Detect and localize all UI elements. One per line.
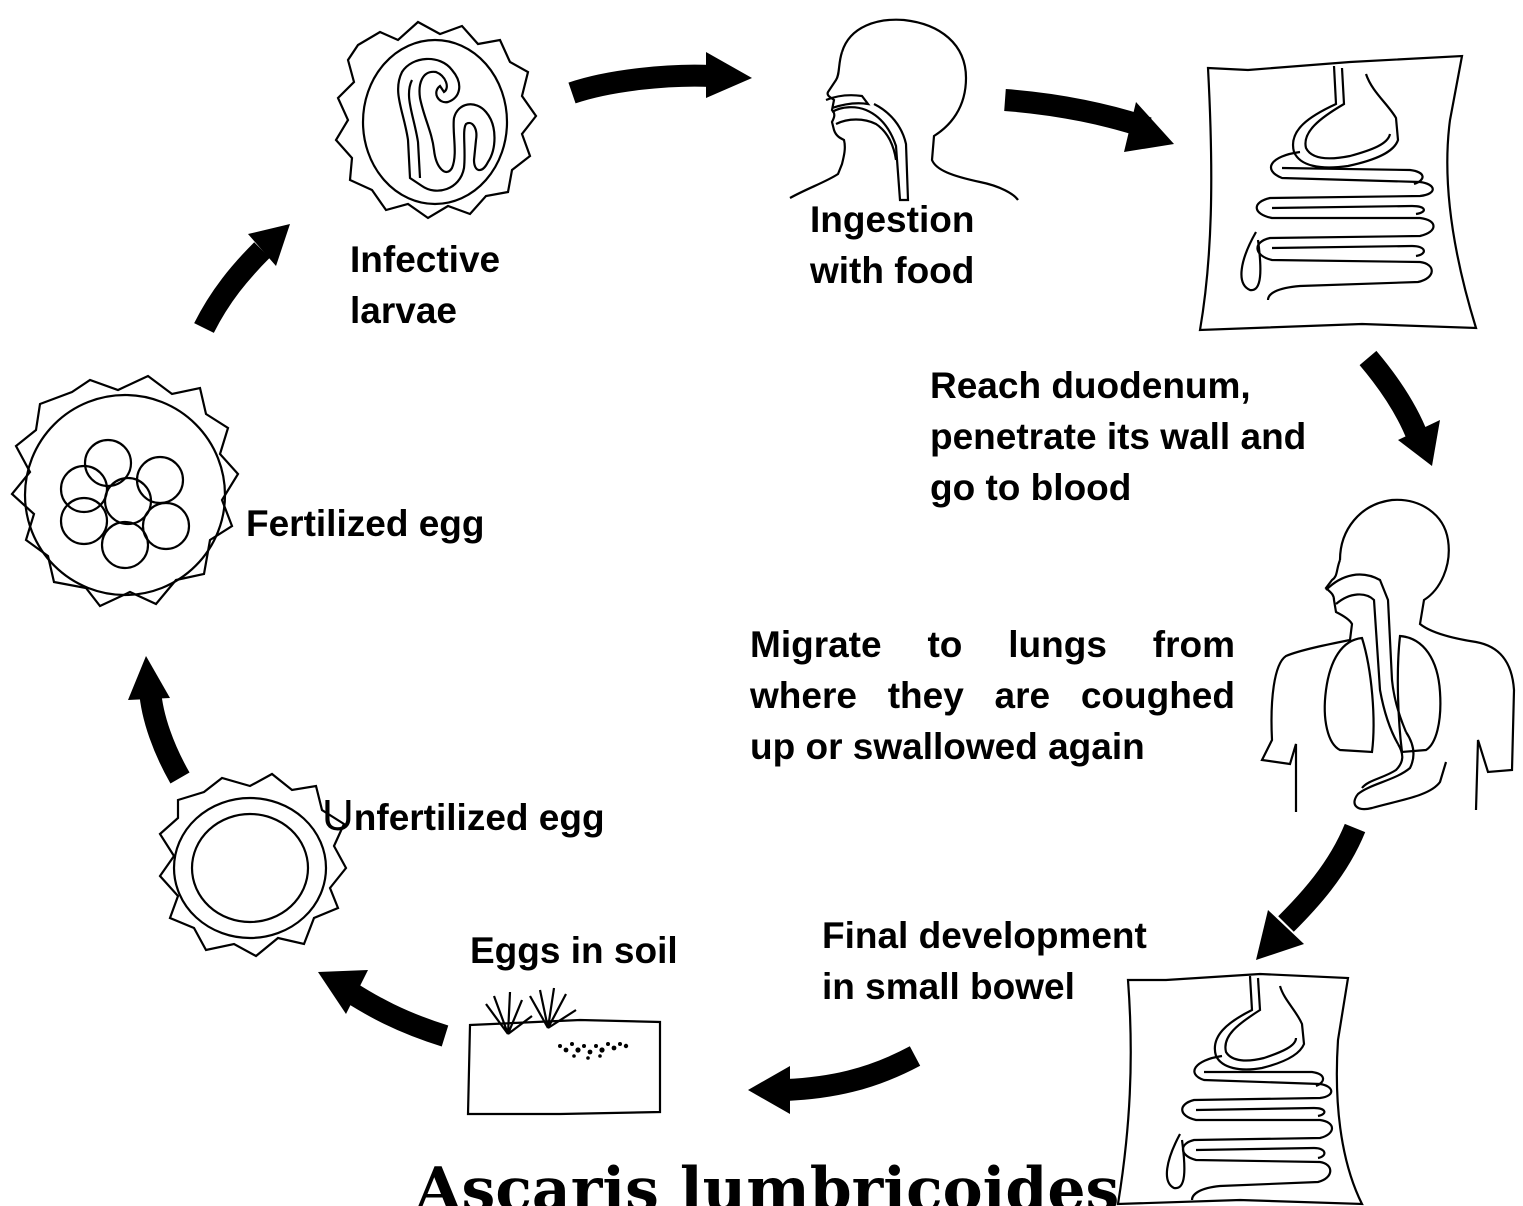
- arrow-ingestion-to-gut: [1005, 100, 1174, 152]
- label-migrate-to-lungs: Migrate to lungs from where they are cou…: [750, 619, 1235, 772]
- label-reach-duodenum: Reach duodenum, penetrate its wall and g…: [930, 360, 1306, 513]
- digestive-tract-icon: [1200, 56, 1476, 330]
- soil-block: [468, 1020, 660, 1114]
- label-final-development: Final development in small bowel: [822, 910, 1147, 1012]
- label-infective-larvae: Infective larvae: [350, 234, 500, 336]
- arrow-gut-to-blood: [1368, 358, 1440, 466]
- arrow-fertilized-to-larvae: [204, 224, 290, 328]
- unfertilized-egg-icon: [160, 774, 346, 956]
- larva-egg-inner: [363, 40, 507, 204]
- left-lung: [1325, 638, 1374, 752]
- arrow-bowel-to-soil: [748, 1056, 915, 1114]
- label-fertilized-egg: Fertilized egg: [246, 498, 484, 549]
- larva-egg-icon: [336, 22, 536, 218]
- digestive-frame: [1118, 974, 1362, 1204]
- label-ingestion: Ingestion with food: [810, 194, 974, 296]
- digestive-frame: [1200, 56, 1476, 330]
- diagram-caption: Ascaris lumbricoides: [415, 1160, 1119, 1206]
- arrow-unfertilized-to-fertilized: [128, 656, 180, 778]
- fertilized-egg-icon: [12, 376, 238, 606]
- arrows: [128, 52, 1440, 1114]
- arrow-lungs-to-bowel: [1256, 828, 1355, 960]
- arrow-soil-to-unfertilized: [318, 970, 445, 1036]
- larva-worm: [398, 59, 494, 191]
- arrow-larvae-to-ingestion: [572, 52, 752, 98]
- label-eggs-in-soil: Eggs in soil: [470, 925, 678, 976]
- digestive-tract-icon: [1118, 974, 1362, 1204]
- torso-lungs-icon: [1262, 500, 1514, 812]
- unfertilized-egg-shell: [160, 774, 346, 956]
- label-unfertilized-egg: Unfertilized egg: [322, 790, 605, 843]
- soil-icon: [468, 988, 660, 1114]
- right-lung: [1398, 636, 1441, 752]
- soil-eggs: [558, 1042, 628, 1060]
- head-throat-icon: [790, 20, 1018, 200]
- fertilized-egg-shell: [12, 376, 238, 606]
